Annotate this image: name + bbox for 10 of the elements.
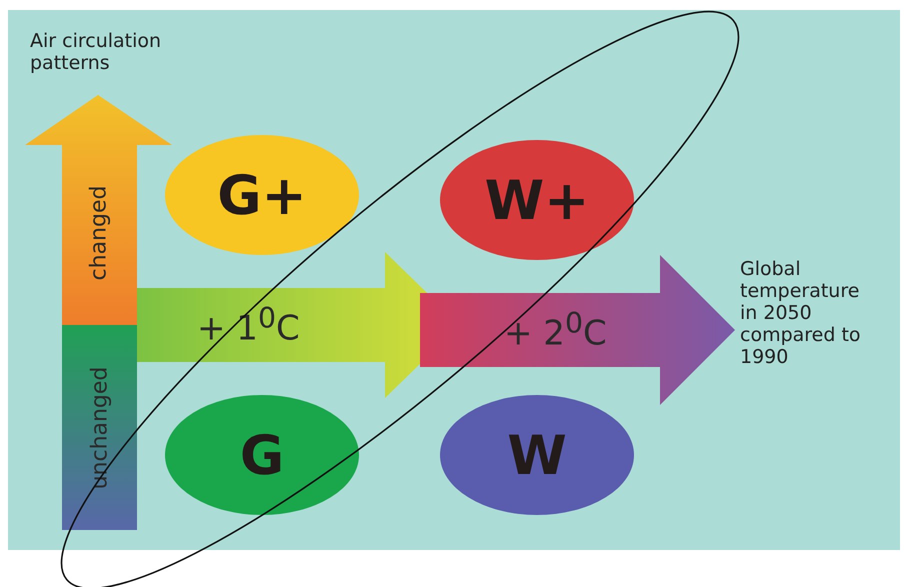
scenario-label: G	[240, 424, 284, 486]
arrow-label: changed	[86, 186, 111, 280]
arrow-label: unchanged	[87, 366, 112, 489]
scenario-label: G+	[217, 164, 307, 226]
scenario-label: W+	[484, 168, 590, 232]
arrow-label: + 2$^{0}$C	[504, 306, 607, 354]
scenario-label: W	[507, 424, 567, 486]
axis-title: Global temperature in 2050 compared to 1990	[740, 258, 862, 368]
arrow-label: + 1$^{0}$C	[197, 301, 300, 349]
axis-title: Air circulation patterns	[30, 30, 162, 74]
